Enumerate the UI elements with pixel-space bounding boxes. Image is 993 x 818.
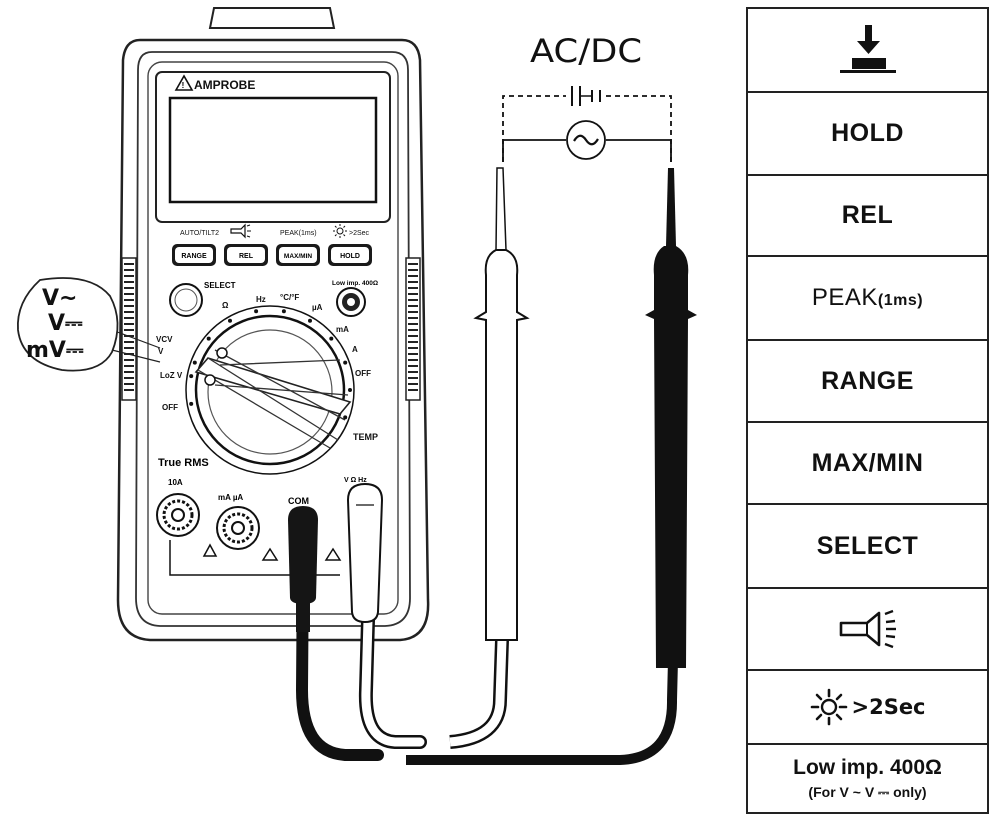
jack-label-com: COM [288, 496, 309, 506]
callout-ac-volt: V~ [42, 286, 77, 311]
left-grip [121, 257, 137, 401]
dial-labels: VCV V LoZ V OFF Ω Hz °C/°F µA mA A OFF T… [156, 293, 378, 442]
jack-label-10a: 10A [168, 478, 183, 487]
ac-dc-circuit: AC/DC [502, 32, 672, 162]
table-row-max-min: MAX/MIN [748, 423, 987, 505]
dial-label-off-right: OFF [355, 369, 371, 378]
table-label-rel: REL [841, 201, 894, 229]
black-probe [645, 168, 697, 668]
table-label-low-imp-note: (For V ~ V ⎓ only) [808, 784, 927, 800]
lcd-display-bezel: ! AMPROBE [155, 71, 391, 223]
low-imp-button[interactable]: Low imp. 400Ω [332, 280, 378, 317]
dial-label-hz: Hz [256, 295, 266, 304]
jack-10a[interactable] [156, 493, 200, 537]
table-row-range: RANGE [748, 341, 987, 423]
table-label-low-imp: Low imp. 400Ω [793, 756, 942, 779]
callout-dc-volt: V⎓ [48, 311, 83, 336]
rotary-dial[interactable] [185, 305, 355, 475]
table-row-peak: PEAK(1ms) [748, 257, 987, 341]
function-callout: V~ V⎓ mV⎓ [17, 277, 161, 372]
red-probe [473, 167, 530, 641]
ac-dc-label: AC/DC [530, 32, 642, 70]
sun-icon [811, 688, 848, 726]
flashlight-icon [230, 223, 251, 239]
svg-text:!: ! [182, 81, 185, 90]
dial-label-off-left: OFF [162, 403, 178, 412]
table-row-select: SELECT [748, 505, 987, 589]
dial-label-ohm: Ω [222, 301, 229, 310]
table-row-hold: HOLD [748, 93, 987, 176]
dial-label-loz: LoZ V [160, 371, 183, 380]
hold-button-caption: >2Sec [349, 230, 370, 237]
table-row-low-impedance: Low imp. 400Ω (For V ~ V ⎓ only) [748, 745, 987, 812]
red-test-lead [346, 482, 509, 749]
table-label-backlight: >2Sec [851, 695, 926, 719]
ac-source-icon [566, 120, 606, 160]
dial-label-temp-unit: °C/°F [280, 293, 299, 302]
download-to-tray-icon [839, 25, 896, 73]
dial-label-temp: TEMP [353, 432, 378, 442]
select-button-label: SELECT [204, 281, 236, 290]
table-label-peak: PEAK [811, 284, 878, 311]
dial-label-amp: A [352, 345, 358, 354]
dial-label-micro-amp: µA [312, 303, 323, 312]
function-table: HOLD REL PEAK(1ms) RANGE MAX/MIN SELECT [746, 7, 989, 814]
table-label-peak-sub: (1ms) [877, 292, 924, 309]
rel-button[interactable]: REL [224, 244, 268, 266]
lcd-screen [168, 96, 378, 204]
hold-button-label: HOLD [340, 253, 360, 260]
jack-label-v-ohm: V Ω Hz [344, 477, 367, 484]
black-test-lead [288, 506, 678, 765]
button-row: AUTO/TILT2 PEAK(1ms) >2Sec RANGE REL MAX… [172, 223, 372, 266]
table-row-rel: REL [748, 176, 987, 257]
right-grip [405, 257, 421, 401]
select-button[interactable]: SELECT [169, 281, 236, 317]
jacks: 10A mA µA COM V Ω Hz [156, 477, 367, 576]
range-button-caption: AUTO/TILT2 [180, 230, 219, 237]
table-label-max-min: MAX/MIN [811, 448, 924, 477]
flashlight-icon [839, 609, 896, 649]
true-rms-label: True RMS [158, 457, 209, 469]
table-label-range: RANGE [821, 366, 914, 395]
table-row-flashlight [748, 589, 987, 671]
table-row-auto-power [748, 9, 987, 93]
range-button-label: RANGE [181, 253, 207, 260]
dial-label-milli-amp: mA [336, 325, 349, 334]
table-label-hold: HOLD [831, 119, 904, 147]
max-min-button[interactable]: MAX/MIN [276, 244, 320, 266]
max-min-button-label: MAX/MIN [284, 253, 312, 260]
peak-button-caption: PEAK(1ms) [280, 230, 317, 237]
jack-ma-ua[interactable] [216, 506, 260, 550]
table-label-select: SELECT [816, 531, 919, 560]
sun-icon [333, 224, 347, 238]
jack-label-ma-ua: mA µA [218, 493, 243, 502]
low-imp-button-label: Low imp. 400Ω [332, 280, 378, 287]
callout-dc-millivolt: mV⎓ [26, 338, 84, 363]
dial-label-vcv: VCV [156, 335, 173, 344]
table-row-backlight: >2Sec [748, 671, 987, 745]
hold-button[interactable]: HOLD [328, 244, 372, 266]
dial-label-v: V [158, 347, 164, 356]
range-button[interactable]: RANGE [172, 244, 216, 266]
brand-logo: AMPROBE [194, 78, 255, 92]
rel-button-label: REL [239, 253, 254, 260]
battery-icon [571, 86, 601, 106]
